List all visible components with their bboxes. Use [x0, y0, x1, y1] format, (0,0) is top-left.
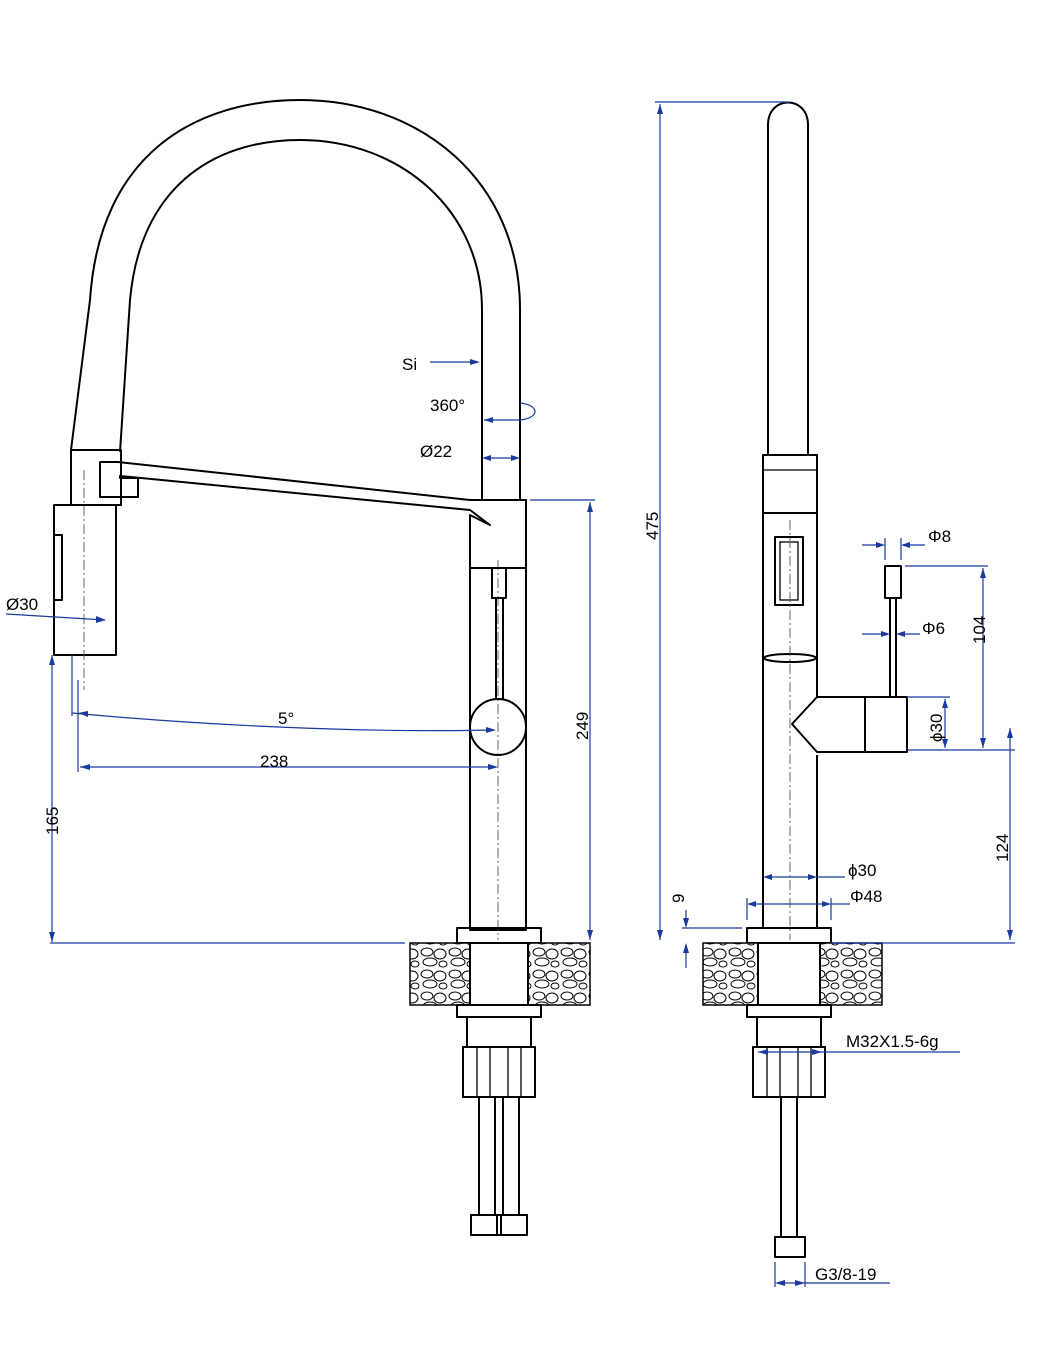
label-lever-tip-dia: Φ8: [928, 527, 951, 546]
label-handle-dia: ϕ30: [927, 714, 946, 742]
side-countertop-left: [702, 942, 759, 1006]
front-view-dimensions: Si 360° Ø22 Ø30 5° 238 249: [5, 355, 595, 944]
label-base-thickness: 9: [669, 894, 688, 903]
label-total-height: 475: [643, 512, 662, 540]
label-body-dia: ϕ30: [848, 861, 876, 880]
spray-button: [53, 534, 63, 601]
label-lever-dia: Φ6: [922, 619, 945, 638]
side-body-upper: [762, 454, 818, 514]
label-spout-height: 249: [573, 712, 592, 740]
lever-knob: [469, 698, 527, 756]
side-lever-tip: [884, 565, 902, 599]
label-hose-dia: Ø22: [420, 442, 452, 461]
mount-plate: [456, 1004, 542, 1018]
countertop-right: [527, 942, 591, 1006]
side-view: [702, 101, 908, 1258]
spray-arm: [99, 461, 527, 569]
side-countertop-right: [819, 942, 883, 1006]
countertop-left: [409, 942, 471, 1006]
side-body: [762, 513, 818, 928]
label-handle-height: 124: [993, 834, 1012, 862]
side-hose: [767, 101, 809, 455]
supply-hose-left: [478, 1096, 496, 1216]
side-handle-cap: [864, 696, 908, 753]
label-si: Si: [402, 355, 417, 374]
label-angle: 5°: [278, 709, 294, 728]
lever-tip: [491, 567, 507, 599]
label-hose-thread: G3/8-19: [815, 1265, 876, 1284]
label-lever-length: 104: [970, 616, 989, 644]
label-base-dia: Φ48: [850, 887, 882, 906]
side-base-plate: [746, 927, 832, 944]
label-spray-dia: Ø30: [6, 595, 38, 614]
label-rotation: 360°: [430, 396, 465, 415]
supply-hose-right: [502, 1096, 520, 1216]
side-mount-nut: [752, 1046, 826, 1098]
hose-inner: [119, 139, 483, 500]
label-spray-height: 165: [43, 807, 62, 835]
mount-nut: [462, 1046, 536, 1098]
side-handle: [791, 696, 866, 753]
label-thread: M32X1.5-6g: [846, 1032, 939, 1051]
side-supply-hose: [780, 1096, 798, 1238]
spray-head: [53, 504, 117, 656]
hose-outer: [70, 99, 521, 500]
label-reach: 238: [260, 752, 288, 771]
front-view: [53, 99, 591, 1236]
side-window: [774, 536, 804, 606]
side-view-dimensions: 475 Φ8 Φ6 104 ϕ30 124: [643, 101, 1015, 1287]
